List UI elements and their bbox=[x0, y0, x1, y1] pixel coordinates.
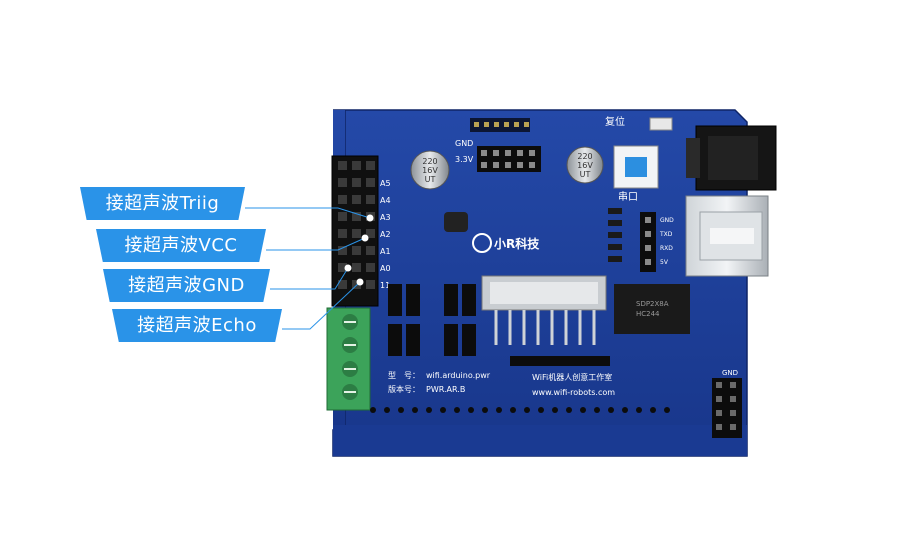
svg-text:3.3V: 3.3V bbox=[455, 155, 474, 164]
svg-text:A3: A3 bbox=[380, 213, 391, 222]
callout-vcc-label: 接超声波VCC bbox=[96, 229, 266, 262]
bottom-pin-row bbox=[370, 407, 670, 413]
svg-text:UT: UT bbox=[425, 175, 436, 184]
leader-line-gnd bbox=[270, 267, 349, 290]
usb-port bbox=[685, 195, 769, 277]
leader-dots bbox=[344, 214, 374, 286]
svg-text:A1: A1 bbox=[380, 247, 391, 256]
svg-text:GND: GND bbox=[455, 139, 473, 148]
brand-logo: 小R科技 bbox=[472, 233, 540, 253]
dc-power-jack bbox=[686, 125, 777, 191]
buffer-chip: SDP2X8A HC244 bbox=[614, 284, 690, 334]
svg-text:16V: 16V bbox=[422, 166, 438, 175]
model-value: wifi.arduino.pwr bbox=[426, 371, 491, 380]
svg-text:A0: A0 bbox=[380, 264, 391, 273]
capacitor-c2: 220 16V UT bbox=[566, 146, 604, 184]
leader-lines bbox=[245, 207, 371, 330]
reset-button: 复位 bbox=[605, 115, 673, 189]
version-value: PWR.AR.B bbox=[426, 385, 465, 394]
svg-text:串口: 串口 bbox=[618, 191, 638, 203]
callout-gnd-label: 接超声波GND bbox=[103, 269, 270, 302]
svg-text:GND: GND bbox=[722, 369, 738, 377]
callout-echo-label: 接超声波Echo bbox=[112, 309, 282, 342]
svg-text:5V: 5V bbox=[660, 259, 669, 266]
svg-text:GND: GND bbox=[660, 217, 674, 224]
svg-text:220: 220 bbox=[422, 157, 437, 166]
svg-text:A5: A5 bbox=[380, 179, 391, 188]
power-pin-header: GND 3.3V bbox=[455, 139, 541, 172]
leader-line-trig bbox=[245, 207, 371, 219]
svg-text:TXD: TXD bbox=[659, 231, 673, 238]
svg-text:UT: UT bbox=[580, 170, 591, 179]
studio-text: WiFi机器人创意工作室 bbox=[532, 372, 612, 382]
leader-line-echo bbox=[282, 281, 361, 330]
svg-text:A2: A2 bbox=[380, 230, 391, 239]
svg-text:SDP2X8A: SDP2X8A bbox=[636, 300, 669, 308]
svg-text:HC244: HC244 bbox=[636, 310, 660, 318]
top-pin-header bbox=[470, 118, 530, 132]
model-label: 型 号： bbox=[388, 371, 420, 380]
diode-array bbox=[388, 284, 476, 356]
website-text: www.wifi-robots.com bbox=[532, 388, 615, 397]
screw-terminal-block bbox=[326, 307, 371, 411]
version-label: 版本号： bbox=[388, 384, 420, 394]
callout-trig-label: 接超声波Triig bbox=[80, 187, 245, 220]
inductor bbox=[444, 212, 468, 232]
svg-text:16V: 16V bbox=[577, 161, 593, 170]
leader-line-vcc bbox=[266, 237, 366, 251]
serial-header: 串口 GND TXD RXD 5V bbox=[618, 191, 674, 272]
capacitor-c1: 220 16V UT bbox=[410, 150, 450, 190]
svg-text:11: 11 bbox=[380, 281, 390, 290]
svg-text:复位: 复位 bbox=[605, 115, 625, 128]
svg-text:220: 220 bbox=[577, 152, 592, 161]
svg-text:RXD: RXD bbox=[660, 245, 673, 252]
left-pin-header: A5 A4 A3 A2 A1 A0 11 bbox=[331, 155, 391, 307]
motor-driver-ic bbox=[481, 275, 610, 366]
right-pin-header: GND bbox=[712, 369, 742, 438]
svg-text:A4: A4 bbox=[380, 196, 391, 205]
svg-text:小R科技: 小R科技 bbox=[494, 236, 540, 251]
resistor-array bbox=[608, 208, 622, 262]
